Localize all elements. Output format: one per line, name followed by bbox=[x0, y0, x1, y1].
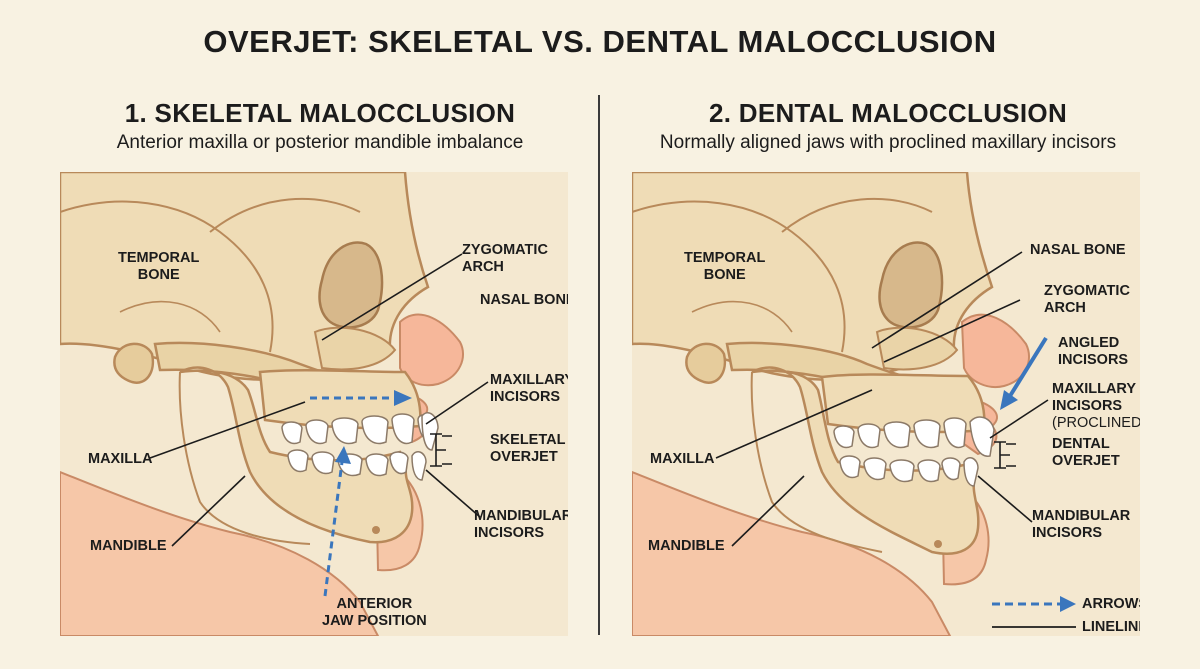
forward-arrowhead bbox=[394, 390, 412, 406]
upward-arrowhead bbox=[335, 446, 351, 464]
label-maxilla: MAXILLA bbox=[88, 451, 153, 467]
label-nasal-bone: NASAL BONE bbox=[1030, 242, 1126, 258]
cranial-suture-2 bbox=[781, 197, 933, 233]
label-nasal-bone: NASAL BONE bbox=[480, 292, 568, 308]
mandible-bone bbox=[751, 366, 980, 555]
angled-incisor-arrow bbox=[1008, 336, 1048, 398]
lower-incisor bbox=[411, 451, 427, 481]
lower-incisor bbox=[963, 457, 979, 487]
upper-teeth bbox=[833, 416, 995, 457]
upper-incisor bbox=[421, 412, 439, 451]
left-panel-heading: 1. SKELETAL MALOCCLUSION bbox=[124, 98, 516, 128]
mastoid-process bbox=[113, 342, 155, 384]
right-panel-subtitle: Normally aligned jaws with proclined max… bbox=[659, 132, 1117, 153]
cranial-suture-2 bbox=[209, 197, 361, 233]
cranial-suture-3 bbox=[119, 300, 221, 333]
face-skin bbox=[962, 172, 1140, 636]
ramus-notch bbox=[750, 371, 883, 553]
label-mandible: MANDIBLE bbox=[90, 538, 167, 554]
legend-arrows-label: ARROWS bbox=[1082, 596, 1140, 612]
proclined-incisor bbox=[969, 416, 995, 457]
cranial-suture bbox=[60, 200, 274, 353]
label-maxilla: MAXILLA bbox=[650, 451, 715, 467]
left-panel-subtitle: Anterior maxilla or posterior mandible i… bbox=[116, 132, 524, 153]
angled-arrowhead bbox=[1000, 390, 1018, 410]
label-mandible: MANDIBLE bbox=[648, 538, 725, 554]
panel-divider bbox=[598, 95, 600, 635]
eye-orbit bbox=[318, 241, 384, 329]
dental-skull-illustration bbox=[632, 172, 1140, 636]
legend-lineline-label: LINELINE bbox=[1082, 619, 1140, 635]
nose-skin bbox=[960, 313, 1031, 388]
right-panel-heading: 2. DENTAL MALOCCLUSION bbox=[708, 98, 1068, 128]
cranial-suture bbox=[632, 200, 846, 353]
neck-skin bbox=[60, 470, 380, 636]
lower-teeth bbox=[839, 455, 979, 487]
ramus-notch bbox=[178, 371, 311, 545]
legend-arrowhead bbox=[1060, 596, 1076, 612]
upper-teeth bbox=[281, 412, 439, 451]
lower-teeth bbox=[287, 449, 427, 481]
nose-skin bbox=[399, 313, 465, 387]
mental-foramen bbox=[372, 526, 380, 534]
main-title: OVERJET: SKELETAL VS. DENTAL MALOCCLUSIO… bbox=[203, 24, 997, 59]
cranial-suture-3 bbox=[691, 300, 793, 333]
mastoid-process bbox=[685, 342, 727, 384]
eye-orbit bbox=[878, 241, 944, 329]
mental-foramen bbox=[934, 540, 942, 548]
face-skin bbox=[400, 172, 568, 636]
neck-skin bbox=[632, 470, 952, 636]
skeletal-skull-illustration bbox=[60, 172, 568, 636]
